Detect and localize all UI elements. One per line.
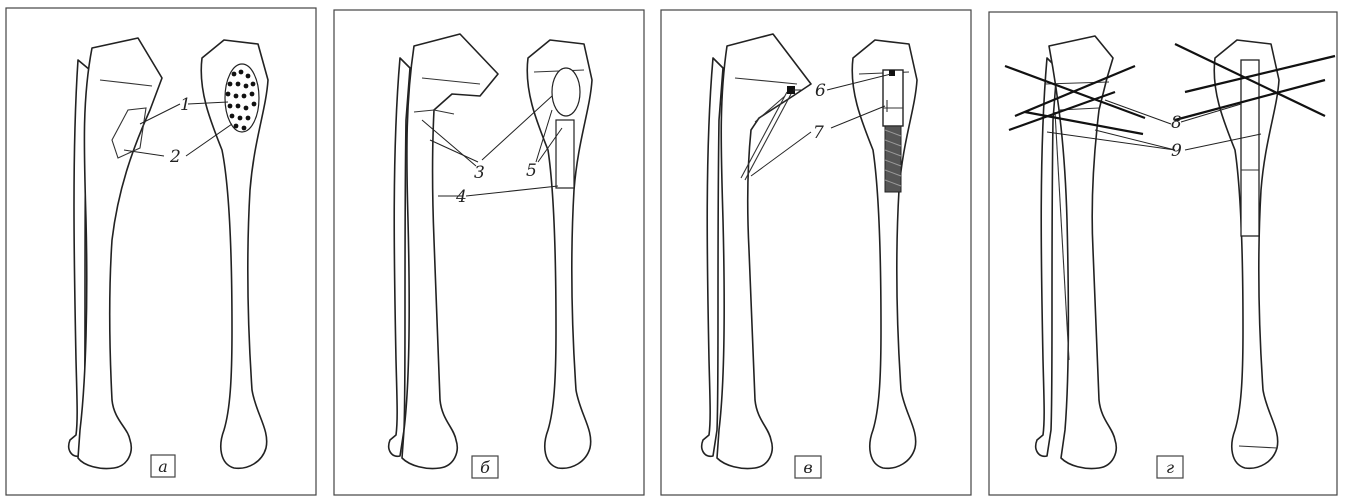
panel-g-label: г — [1166, 458, 1174, 477]
lateral-view-bones — [702, 34, 811, 469]
lesion-pattern — [225, 64, 259, 132]
lateral-view-bones — [1036, 36, 1116, 469]
callout-1: 1 — [180, 95, 191, 115]
panel-v-label: в — [803, 458, 812, 477]
panel-a-label: а — [158, 457, 168, 476]
panel-b-label: б — [480, 458, 490, 477]
callout-9: 9 — [1171, 141, 1182, 161]
callout-2: 2 — [169, 147, 181, 167]
panel-g: 8 9 г — [985, 0, 1345, 501]
panel-b: 3 4 5 б — [330, 0, 650, 501]
callout-5: 5 — [526, 161, 537, 181]
callout-3: 3 — [474, 163, 485, 183]
anterior-view-bones — [852, 40, 917, 468]
lateral-view-bones — [69, 38, 162, 469]
panel-v: 6 7 в — [655, 0, 980, 501]
callout-8: 8 — [1171, 113, 1182, 133]
callout-7: 7 — [813, 123, 824, 143]
panel-a: 1 2 а — [0, 0, 325, 501]
anterior-view-bones — [1214, 40, 1279, 468]
callout-6: 6 — [815, 81, 826, 101]
anterior-view-bones — [527, 40, 592, 468]
callout-4: 4 — [455, 187, 467, 207]
lateral-view-bones — [389, 34, 498, 469]
